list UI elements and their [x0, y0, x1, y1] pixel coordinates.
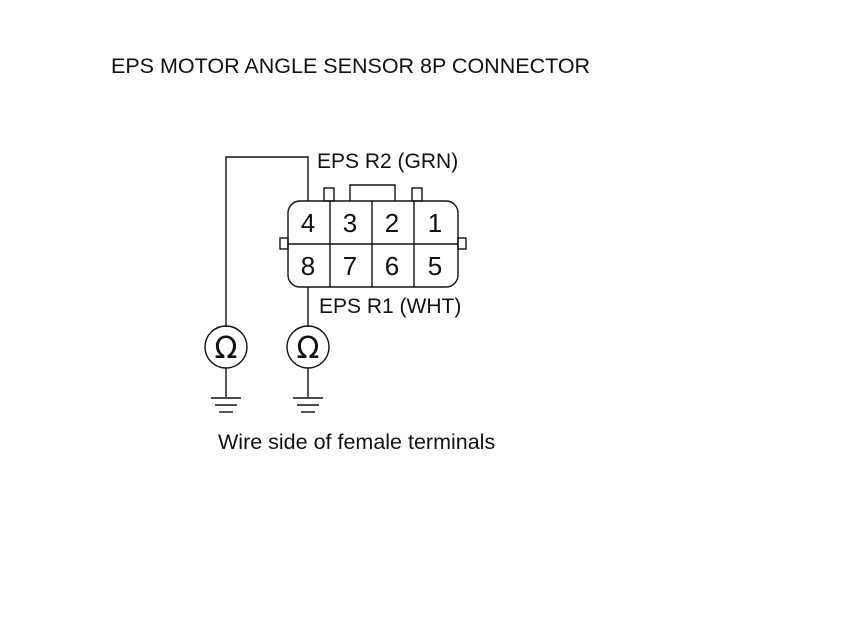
ohm-symbol: Ω [297, 331, 320, 366]
ground-icon [293, 397, 323, 413]
pin-number: 6 [385, 251, 399, 281]
terminal-side-caption: Wire side of female terminals [218, 430, 496, 454]
lead-wire-pin4 [225, 156, 309, 327]
ohm-symbol: Ω [215, 331, 238, 366]
connector-side-tab-left [279, 237, 289, 250]
pin-number: 7 [343, 251, 357, 281]
pin-number: 2 [385, 208, 399, 238]
pin-number: 1 [428, 208, 442, 238]
pin-number: 5 [428, 251, 442, 281]
connector-side-tab-right [457, 237, 467, 250]
diagram-title: EPS MOTOR ANGLE SENSOR 8P CONNECTOR [111, 54, 591, 78]
pin-number: 8 [301, 251, 315, 281]
pin-number: 4 [301, 208, 315, 238]
ground-icon [211, 397, 241, 413]
pin8-wire-label: EPS R1 (WHT) [319, 295, 461, 318]
connector-latch [349, 184, 396, 201]
pin-number: 3 [343, 208, 357, 238]
pin4-wire-label: EPS R2 (GRN) [317, 150, 458, 173]
connector-top-lock-right [411, 187, 423, 202]
connector-top-lock-left [323, 187, 335, 202]
